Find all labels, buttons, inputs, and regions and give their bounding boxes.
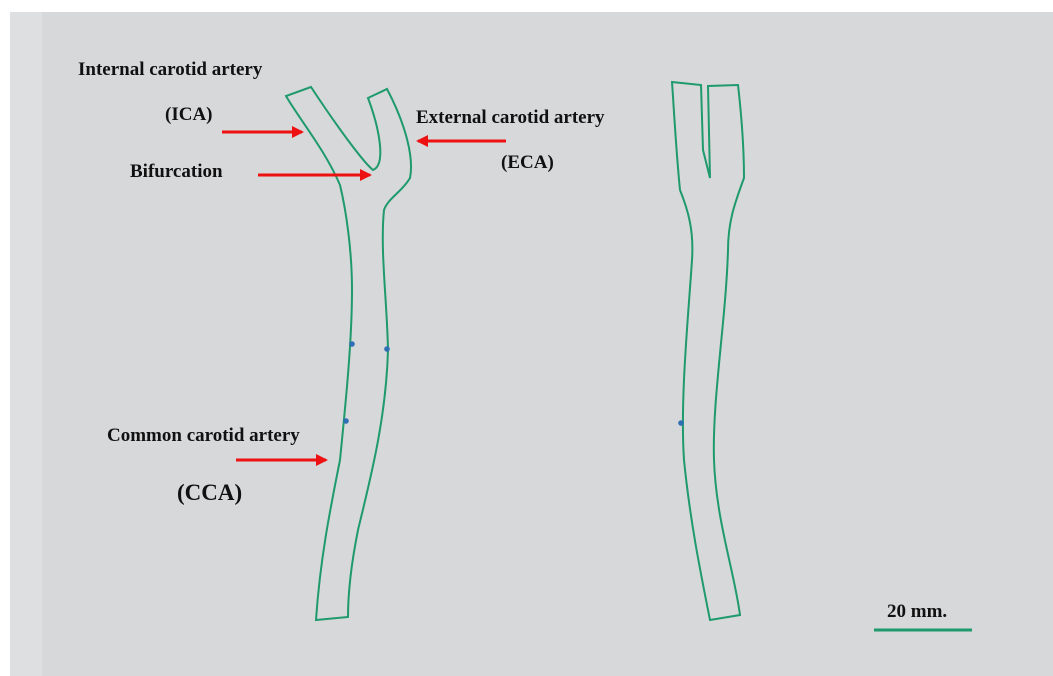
left-vessel-outline — [286, 87, 411, 620]
scale-bar-label: 20 mm. — [887, 601, 947, 622]
bifurcation-label: Bifurcation — [130, 161, 223, 182]
eca-abbr-label: (ECA) — [501, 152, 554, 173]
right-vessel-outline — [672, 82, 744, 620]
eca-name-label: External carotid artery — [416, 107, 605, 128]
marker-dot — [349, 341, 355, 347]
ica-name-label: Internal carotid artery — [78, 59, 263, 80]
marker-dot — [343, 418, 349, 424]
marker-dot — [678, 420, 684, 426]
marker-dot — [384, 346, 390, 352]
cca-abbr-label: (CCA) — [177, 480, 242, 505]
cca-name-label: Common carotid artery — [107, 425, 300, 446]
ica-abbr-label: (ICA) — [165, 104, 213, 125]
